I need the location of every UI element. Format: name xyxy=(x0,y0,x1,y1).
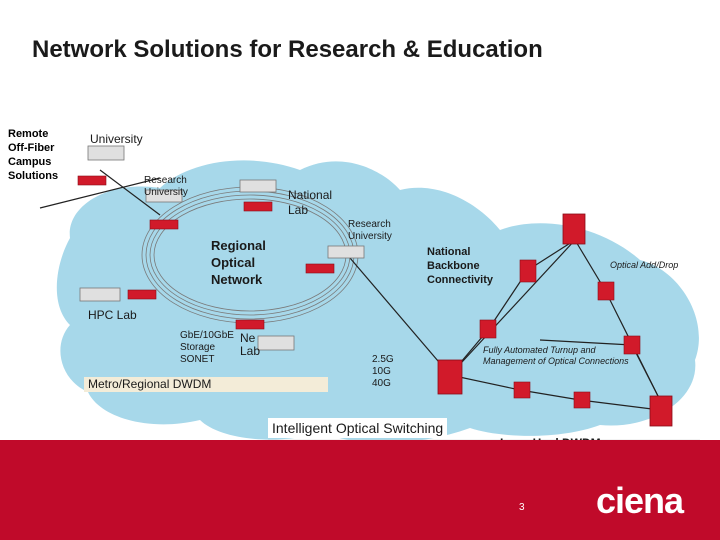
remote-campus-label: Remote Off-Fiber Campus Solutions xyxy=(8,127,68,183)
regional-line-1: Regional xyxy=(211,238,266,253)
national-lab-line-2: Lab xyxy=(288,203,309,217)
research-univ-1-line-2: University xyxy=(144,187,188,198)
core-switch-right xyxy=(649,395,673,427)
add-drop-node-3 xyxy=(479,319,497,339)
add-drop-nodes xyxy=(479,259,641,409)
metro-regional-label: Metro/Regional DWDM xyxy=(84,377,328,392)
ciena-logo: ciena xyxy=(596,480,684,521)
core-switch-top xyxy=(562,213,586,245)
remote-line-1: Remote xyxy=(8,128,49,140)
remote-line-4: Solutions xyxy=(8,170,59,182)
regional-line-2: Optical xyxy=(211,255,256,270)
university-label: University xyxy=(90,132,143,146)
add-drop-node-1 xyxy=(519,259,537,283)
rack-ne-lab xyxy=(257,335,295,351)
core-switches xyxy=(437,213,673,427)
remote-line-3: Campus xyxy=(8,156,52,168)
research-univ-2-line-1: Research xyxy=(348,219,391,230)
network-cloud xyxy=(56,160,699,443)
rack-research-univ-2 xyxy=(327,245,365,259)
research-univ-2-line-2: University xyxy=(348,231,392,242)
switch-2 xyxy=(149,219,179,230)
rack-national-lab xyxy=(239,179,277,193)
remote-line-2: Off-Fiber xyxy=(8,142,55,154)
add-drop-node-6 xyxy=(573,391,591,409)
add-drop-node-5 xyxy=(513,381,531,399)
regional-line-3: Network xyxy=(211,272,263,287)
rate-1: 2.5G xyxy=(372,354,394,365)
add-drop-node-2 xyxy=(597,281,615,301)
national-lab-line-1: National xyxy=(288,188,333,202)
hpc-lab-label: HPC Lab xyxy=(88,308,137,322)
backbone-line-2: Backbone xyxy=(427,260,480,272)
page-number: 3 xyxy=(519,502,525,513)
footer-bar xyxy=(0,440,720,540)
backbone-line-1: National xyxy=(427,246,471,258)
national-backbone-label: National Backbone Connectivity xyxy=(427,245,493,287)
equipment-racks xyxy=(79,145,365,351)
research-university-label-2: Research University xyxy=(348,219,392,243)
optical-add-drop-label: Optical Add/Drop xyxy=(610,260,679,270)
rack-research-univ-1 xyxy=(145,189,183,203)
national-lab-label: National Lab xyxy=(288,188,332,218)
intelligent-switching-label: Intelligent Optical Switching xyxy=(268,418,448,438)
ring-switches xyxy=(77,175,335,330)
storage-line-1: GbE/10GbE xyxy=(180,330,234,341)
research-univ-1-line-1: Research xyxy=(144,175,187,186)
ne-lab-line-2: Lab xyxy=(240,344,261,358)
switch-3 xyxy=(243,201,273,212)
page-title: Network Solutions for Research & Educati… xyxy=(32,36,543,63)
fully-automated-line-1: Fully Automated Turnup and xyxy=(483,345,596,355)
add-drop-node-4 xyxy=(623,335,641,355)
switch-5 xyxy=(127,289,157,300)
rack-hpc-lab xyxy=(79,287,121,302)
switch-6 xyxy=(235,319,265,330)
research-university-label-1: Research University xyxy=(144,175,188,199)
rack-university xyxy=(87,145,125,161)
ne-lab-line-1: Ne xyxy=(240,331,256,345)
switch-4 xyxy=(305,263,335,274)
rate-2: 10G xyxy=(372,366,391,377)
storage-protocols-label: GbE/10GbE Storage SONET xyxy=(180,330,234,366)
ne-lab-label: Ne Lab xyxy=(240,332,260,358)
storage-line-3: SONET xyxy=(180,354,215,365)
core-switch-center xyxy=(437,359,463,395)
fully-automated-line-2: Management of Optical Connections xyxy=(483,356,629,366)
storage-line-2: Storage xyxy=(180,342,216,353)
rates-label: 2.5G 10G 40G xyxy=(372,354,394,390)
switch-1 xyxy=(77,175,107,186)
regional-optical-network-label: Regional Optical Network xyxy=(211,237,266,288)
backbone-line-3: Connectivity xyxy=(427,274,494,286)
fully-automated-label: Fully Automated Turnup and Management of… xyxy=(483,345,629,367)
rate-3: 40G xyxy=(372,378,391,389)
